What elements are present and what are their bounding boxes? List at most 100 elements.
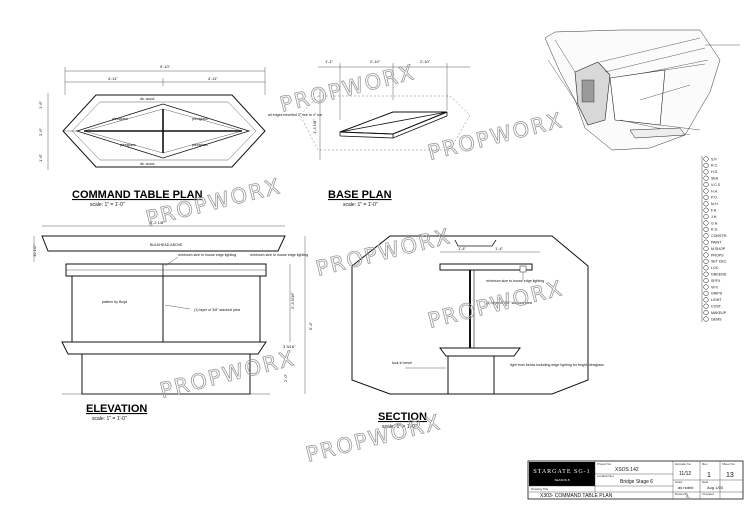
sec-title: SECTION [378,411,427,423]
elevation-view: 8'-2 1/8" BULKHEAD ABOVE 10 1/2" pattern… [32,220,313,422]
tb-date: Aug 1/03 [707,485,724,490]
logo-box [529,462,595,486]
bp-dim-b: 2'-10" [370,59,381,64]
checklist-box [703,310,709,316]
title-block: STARGATE SG-1 SEASON 8 Project No. XSOS … [527,460,744,500]
elev-dim-right: 5'-4" [308,321,313,330]
elev-dim-base: 3 3/16" [283,344,296,349]
checklist-label: M.SHOP [711,247,726,251]
ctp-plexiglass-3: plexiglass [120,143,136,147]
checklist-label: GRIPS [711,292,723,296]
tb-location-label: Location/Set [597,474,614,478]
ctp-bevel-note: all edges bevelled 3" rise to 4" run [268,113,322,117]
checklist-label: H.H. [711,189,718,193]
checklist-box [703,188,709,194]
elev-layer: (1) layer of 3/8" stacked plexi [194,308,240,312]
checklist-box [703,246,709,252]
command-table-plan: 9'-10" 4'-11" 4'-11" 1'-6" 2'-6" 1'-6" p… [38,64,322,208]
section-view: 1'-4" 1'-4" minimum size to house edge l… [351,235,604,430]
sec-min-size: minimum size to house edge lighting [486,279,544,283]
checklist-label: R.C. [711,164,718,168]
tb-episode: 11/12 [679,471,691,477]
tb-episode-label: Episode No. [675,462,692,466]
elev-bulkhead: BULKHEAD ABOVE [150,243,183,247]
tb-project: XSOS 142 [615,467,639,473]
department-checklist: S.P. R.C. H.S. SEA V.C.S H.H. P.O. M.H. F.A. J.H.… [701,156,728,322]
watermark: PROPWORX [277,60,417,117]
checklist-label: SPFX [711,279,721,283]
checklist-label: GREENS [711,273,727,277]
checklist-box [703,297,709,303]
tb-sheet: 13 [726,472,734,479]
elev-dim-low: 2'-0" [283,373,288,382]
checklist-label: PROPS [711,253,724,257]
bp-title: BASE PLAN [328,189,392,201]
checklist-box [703,182,709,188]
watermark: PROPWORX [425,276,565,333]
ctp-plexiglass-4: plexiglass [192,143,208,147]
checklist-box [703,252,709,258]
tb-project-label: Project No. [597,462,612,466]
elev-min-size: minimum size to house edge lighting [178,253,236,257]
sec-tuck: tuck in bevel [392,361,412,365]
tb-rev-label: Rev. [702,462,708,466]
checklist-box [703,175,709,181]
ctp-dim-overall: 9'-10" [160,64,171,69]
tb-date-label: Date [702,480,709,484]
ctp-dim-h1: 1'-6" [38,100,43,109]
checklist-label: S.P. [711,157,717,161]
elev-pattern: pattern by Boyd [102,300,127,304]
checklist-box [703,162,709,168]
ctp-trim-1: dk. wood [140,97,154,101]
watermark: PROPWORX [143,174,283,231]
tb-checked-label: Checked [702,492,714,496]
tb-rev: 1 [707,472,711,479]
checklist-label: CONSTR. [711,234,727,238]
checklist-box [703,220,709,226]
base-plan: 1'-1" 2'-10" 2'-10" 1'-3 1/8" BASE PLAN … [299,59,471,208]
tb-sheet-label: Sheet No. [722,462,736,466]
checklist-label: J.H. [711,215,717,219]
elev-title: ELEVATION [86,403,147,415]
checklist-box [703,290,709,296]
sec-scale: scale: 1" = 1'-0" [382,424,417,430]
checklist-box [703,201,709,207]
checklist-box [703,278,709,284]
checklist-label: P.O. [711,196,718,200]
checklist-box [703,214,709,220]
ctp-title: COMMAND TABLE PLAN [72,189,203,201]
ctp-scale: scale: 1" = 1'-0" [90,202,125,208]
checklist-box [703,316,709,322]
elev-min-size-right: minimum size to house edge lighting [250,253,308,257]
checklist-label: SET DEC. [711,260,728,264]
checklist-box [703,169,709,175]
checklist-box [703,239,709,245]
checklist-label: SEA [711,177,719,181]
checklist-box [703,156,709,162]
tb-drawing-label: Drawing Title [531,487,549,491]
checklist-label: COST. [711,305,722,309]
bridge-perspective-sketch [544,29,740,151]
sec-d1: 1'-4" [458,246,467,251]
tb-scale-label: Scale [675,480,683,484]
elev-left-dim: 10 1/2" [32,244,37,257]
tb-drawing: X303- COMMAND TABLE PLAN [540,493,613,499]
tb-drawn-label: Drawn By [675,492,689,496]
checklist-label: V.C.S [711,183,721,187]
checklist-label: VFX [711,285,719,289]
elev-top-dim: 8'-2 1/8" [150,220,165,225]
tb-scale: as noted [678,485,693,490]
checklist-label: M.H. [711,202,719,206]
checklist-box [703,194,709,200]
checklist-box [703,226,709,232]
checklist-box [703,207,709,213]
checklist-box [703,271,709,277]
ctp-plexiglass-1: plexiglass [112,117,128,121]
checklist-label: GEMS [711,317,722,321]
checklist-label: F.A. [711,209,717,213]
checklist-label: R.S. [711,228,718,232]
sec-d2: 1'-4" [495,246,504,251]
checklist-box [703,303,709,309]
checklist-label: LIGHT [711,298,722,302]
checklist-label: H.S. [711,170,718,174]
